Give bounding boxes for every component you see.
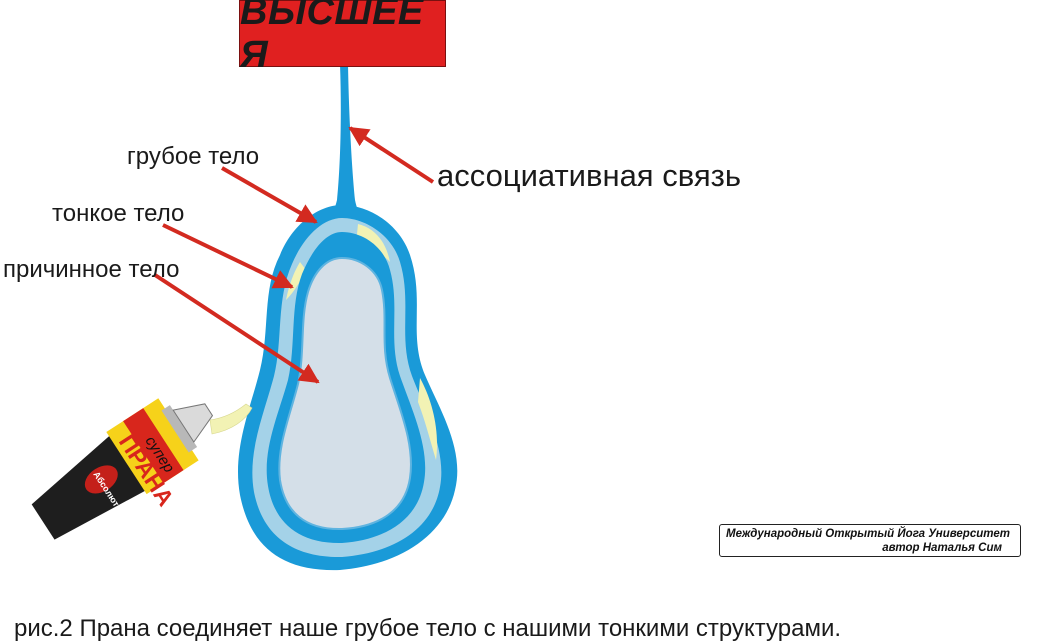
tube-logo-oval [84,465,118,494]
figure-caption: рис.2 Прана соединяет наше грубое тело с… [14,615,842,642]
higher-self-box: ВЫСШЕЕ Я [239,0,446,76]
tube-cap-red [123,408,184,484]
credit-box: Международный Открытый Йога Университет … [719,524,1021,557]
label-subtle-body: тонкое тело [52,200,185,227]
causal-body-shape [278,256,412,531]
prana-highlight-left [286,262,306,300]
label-causal-body: причинное тело [3,256,180,283]
credit-university: Международный Открытый Йога Университет [726,528,1010,540]
arrow-associative-link [348,126,435,184]
tube-nozzle [172,403,214,443]
tube-ring [161,405,198,453]
prana-highlight-right [418,378,438,460]
arrow-gross-body [221,166,318,224]
credit-author: автор Наталья Сим [882,542,1002,554]
label-gross-body: грубое тело [127,143,260,170]
prana-stream [209,403,253,435]
label-associative-link: ассоциативная связь [437,158,741,193]
prana-tube: супер ПРАНА Абсолют [31,398,214,540]
arrow-causal-body [153,273,320,384]
higher-self-title: ВЫСШЕЕ Я [240,0,424,76]
arrow-subtle-body [162,223,294,289]
association-thread [318,64,372,230]
